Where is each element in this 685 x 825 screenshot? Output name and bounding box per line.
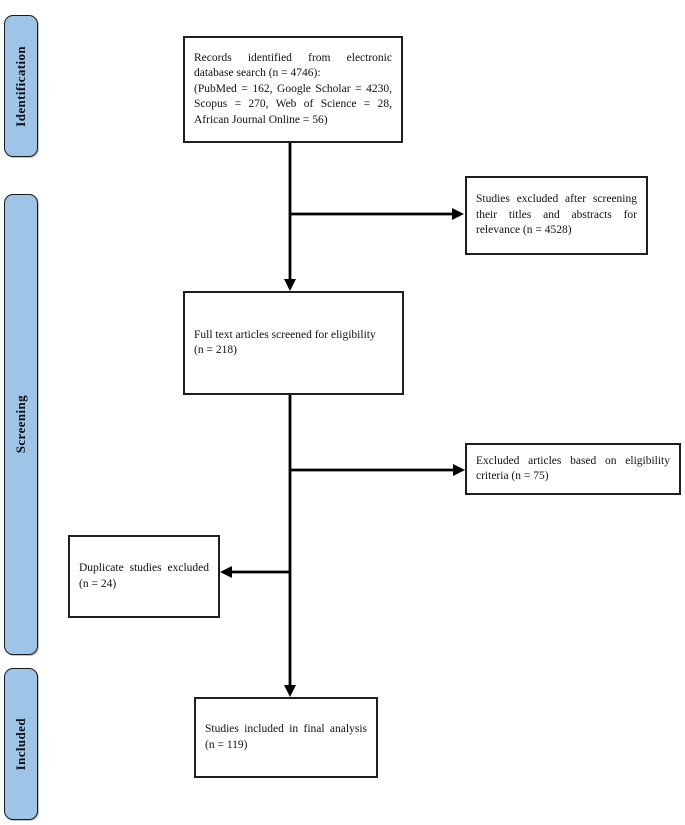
- box-duplicates-line: Duplicate studies excluded: [79, 562, 209, 574]
- arrowhead-right-excluded-screening: [452, 208, 464, 220]
- stage-included: Included: [4, 668, 38, 820]
- box-records-line: database search (n = 4746):: [194, 67, 321, 80]
- box-duplicates-line: (n = 24): [79, 577, 117, 590]
- box-excluded-eligibility: Excluded articles based on eligibility c…: [465, 443, 681, 495]
- arrowhead-down-fulltext: [284, 279, 296, 291]
- box-duplicates-excluded: Duplicate studies excluded (n = 24): [68, 535, 220, 618]
- stage-identification-label: Identification: [13, 45, 28, 127]
- stage-included-label: Included: [13, 717, 28, 771]
- box-excluded-after-screening: Studies excluded after screening their t…: [465, 176, 648, 255]
- box-fulltext-screened: Full text articles screened for eligibil…: [183, 291, 404, 395]
- stage-screening: Screening: [4, 194, 38, 655]
- box-excluded-screening-line: Studies excluded after screening: [476, 193, 637, 206]
- box-excluded-eligibility-line: criteria (n = 75): [476, 470, 549, 482]
- box-records-line: African Journal Online = 56): [194, 113, 328, 126]
- box-records-line: Records identified from electronic: [194, 51, 392, 64]
- box-included-final-analysis: Studies included in final analysis (n = …: [194, 697, 378, 778]
- box-excluded-eligibility-line: Excluded articles based on eligibility: [476, 454, 670, 467]
- box-included-line: (n = 119): [205, 738, 248, 751]
- box-fulltext-line: (n = 218): [194, 344, 237, 356]
- box-records-line: Scopus = 270, Web of Science = 28,: [194, 98, 392, 111]
- arrowhead-down-included: [284, 685, 296, 697]
- box-excluded-screening-line: relevance (n = 4528): [476, 224, 572, 237]
- arrowhead-right-excluded-eligibility: [453, 464, 465, 476]
- box-records-line: (PubMed = 162, Google Scholar = 4230,: [194, 82, 392, 95]
- stage-identification: Identification: [4, 15, 38, 157]
- box-records-identified: Records identified from electronic datab…: [183, 36, 403, 143]
- box-included-line: Studies included in final analysis: [205, 723, 367, 735]
- box-fulltext-line: Full text articles screened for eligibil…: [194, 328, 376, 341]
- arrowhead-left-duplicates: [220, 566, 232, 578]
- stage-screening-label: Screening: [13, 395, 28, 454]
- box-excluded-screening-line: their titles and abstracts for: [476, 208, 637, 221]
